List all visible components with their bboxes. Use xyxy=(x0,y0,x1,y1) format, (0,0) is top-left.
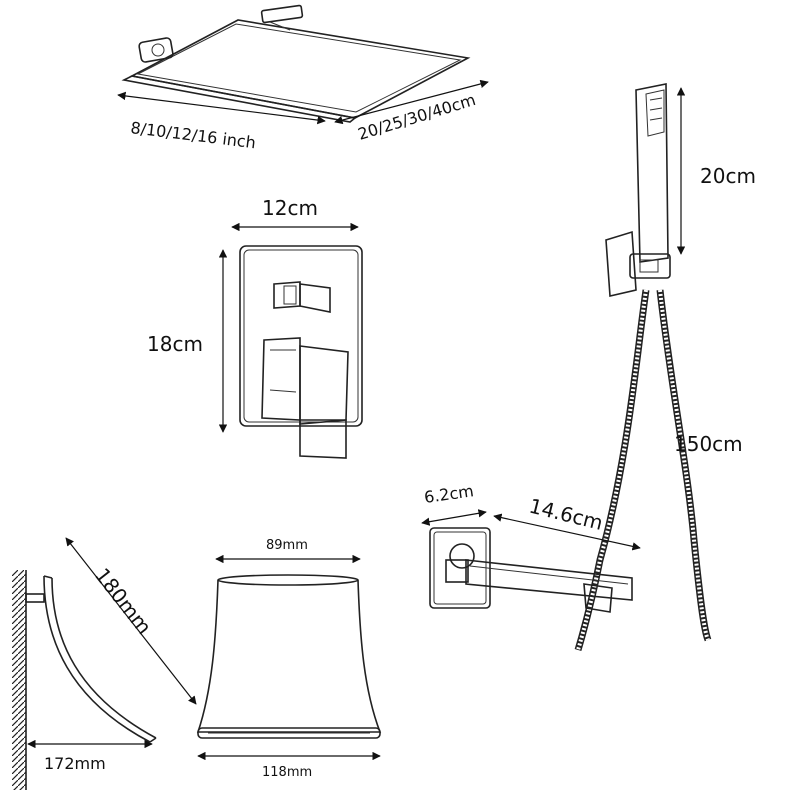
waterfall-front-view xyxy=(196,574,382,739)
waterfall-top-width-dimension: 89mm xyxy=(215,538,361,564)
valve-height-dimension: 18cm xyxy=(147,249,228,433)
waterfall-curve-label: 180mm xyxy=(90,563,156,639)
valve-width-label: 12cm xyxy=(262,196,318,220)
spout-plate-label: 6.2cm xyxy=(423,481,475,507)
mixer-valve xyxy=(239,245,363,459)
shower-head-width-dimension: 8/10/12/16 inch xyxy=(117,91,326,152)
shower-head-depth-label: 20/25/30/40cm xyxy=(356,90,478,144)
hand-shower-height-label: 20cm xyxy=(700,164,756,188)
rain-shower-head xyxy=(121,4,471,123)
waterfall-top-width-label: 89mm xyxy=(266,538,308,553)
shower-head-width-label: 8/10/12/16 inch xyxy=(130,118,257,152)
valve-width-dimension: 12cm xyxy=(231,196,359,232)
waterfall-base-label: 172mm xyxy=(44,754,106,773)
waterfall-curve-dimension: 180mm xyxy=(65,537,197,705)
spout-length-dimension: 14.6cm xyxy=(493,494,641,551)
spout-plate-dimension: 6.2cm xyxy=(421,481,487,526)
waterfall-bottom-width-dimension: 118mm xyxy=(197,751,381,780)
hand-shower-height-dimension: 20cm xyxy=(676,87,756,255)
waterfall-base-dimension: 172mm xyxy=(27,739,153,773)
shower-head-depth-dimension: 20/25/30/40cm xyxy=(334,79,489,144)
tub-spout xyxy=(429,527,633,613)
valve-height-label: 18cm xyxy=(147,332,203,356)
waterfall-bottom-width-label: 118mm xyxy=(262,765,312,780)
hand-shower xyxy=(605,83,671,297)
spout-length-label: 14.6cm xyxy=(527,494,606,535)
hose-length-label: 150cm xyxy=(674,432,743,456)
